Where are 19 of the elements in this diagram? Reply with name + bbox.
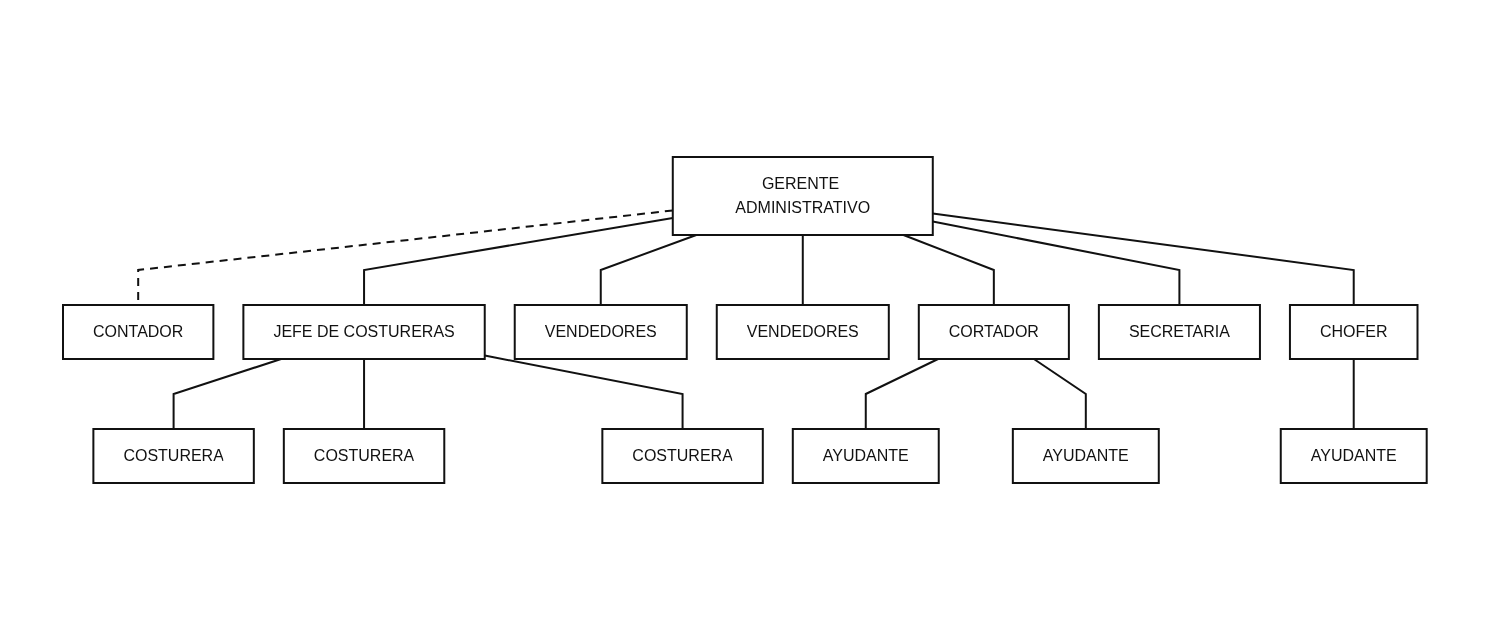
node-box: CONTADOR <box>62 304 215 360</box>
connector <box>363 358 366 430</box>
node-box: COSTURERA <box>283 428 446 484</box>
node-box: CORTADOR <box>917 304 1071 360</box>
node-box: COSTURERA <box>601 428 764 484</box>
node-box: COSTURERA <box>92 428 255 484</box>
node-box: VENDEDORES <box>513 304 688 360</box>
node-box: JEFE DE COSTURERAS <box>242 304 486 360</box>
node-box: VENDEDORES <box>715 304 890 360</box>
connector <box>1352 358 1355 430</box>
node-box: GERENTE ADMINISTRATIVO <box>671 156 934 236</box>
node-box: AYUDANTE <box>791 428 940 484</box>
node-box: AYUDANTE <box>1279 428 1428 484</box>
connector <box>864 358 940 430</box>
connector <box>1033 358 1087 430</box>
node-box: SECRETARIA <box>1098 304 1262 360</box>
node-box: AYUDANTE <box>1012 428 1160 484</box>
connector <box>801 234 804 306</box>
node-box: CHOFER <box>1289 304 1419 360</box>
